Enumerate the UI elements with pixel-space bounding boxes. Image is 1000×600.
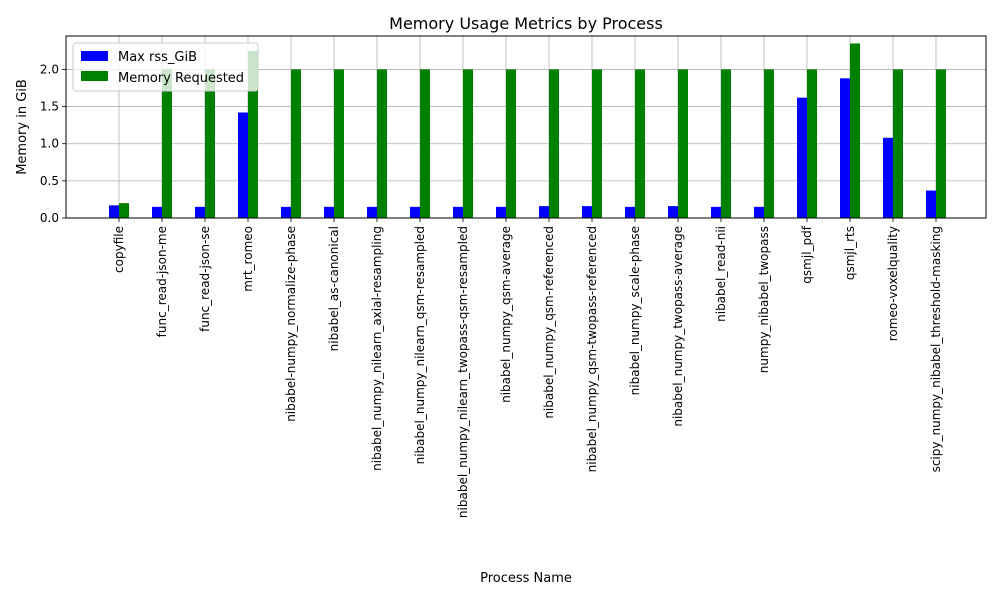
legend-label-max-rss: Max rss_GiB (118, 50, 197, 65)
bar-max-rss (926, 190, 936, 218)
x-tick-label: nibabel_numpy_qsm-twopass-referenced (585, 226, 599, 472)
y-axis-title: Memory in GiB (15, 79, 30, 175)
x-tick-label: nibabel_numpy_qsm-average (499, 226, 513, 403)
bar-max-rss (496, 206, 506, 218)
x-tick-label: nibabel_as-canonical (327, 226, 341, 351)
x-tick-label: scipy_numpy_nibabel_threshold-masking (929, 226, 943, 472)
bar-max-rss (453, 206, 463, 218)
bars (109, 43, 946, 218)
bar-memory-requested (678, 69, 688, 218)
y-tick-label: 0.0 (40, 211, 59, 225)
x-tick-label: nibabel_numpy_qsm-referenced (542, 226, 556, 419)
bar-memory-requested (205, 69, 215, 218)
bar-max-rss (238, 112, 248, 218)
bar-max-rss (883, 137, 893, 218)
y-tick-label: 2.0 (40, 62, 59, 76)
y-tick-label: 0.5 (40, 174, 59, 188)
x-tick-label: qsmjl_pdf (800, 225, 814, 283)
bar-memory-requested (807, 69, 817, 218)
bar-memory-requested (162, 69, 172, 218)
bar-memory-requested (549, 69, 559, 218)
bar-memory-requested (248, 50, 258, 218)
bar-max-rss (582, 206, 592, 218)
x-tick-label: qsmjl_rts (843, 226, 857, 280)
bar-memory-requested (850, 43, 860, 218)
bar-max-rss (109, 205, 119, 218)
x-axis-title: Process Name (480, 571, 572, 586)
x-tick-label: nibabel_numpy_nilearn_qsm-resampled (413, 226, 427, 464)
x-tick-label: nibabel_read-nii (714, 226, 728, 322)
x-tick-label: func_read-json-se (198, 226, 212, 332)
bar-memory-requested (592, 69, 602, 218)
legend-swatch-max-rss (81, 51, 108, 61)
bar-max-rss (668, 206, 678, 218)
bar-max-rss (324, 206, 334, 218)
legend-box (72, 42, 259, 92)
bar-memory-requested (936, 69, 946, 218)
bar-memory-requested (420, 69, 430, 218)
x-tick-label: nibabel_numpy_nilearn_axial-resampling (370, 226, 384, 471)
bar-memory-requested (506, 69, 516, 218)
x-tick-label: nibabel_numpy_twopass-average (671, 226, 685, 427)
bar-memory-requested (334, 69, 344, 218)
bar-max-rss (410, 206, 420, 218)
x-tick-label: romeo-voxelquality (886, 226, 900, 341)
x-tick-label: nibabel_numpy_scale-phase (628, 226, 642, 395)
bar-memory-requested (377, 69, 387, 218)
y-tick-label: 1.0 (40, 137, 59, 151)
bar-max-rss (152, 206, 162, 218)
bar-memory-requested (721, 69, 731, 218)
chart-title: Memory Usage Metrics by Process (389, 14, 663, 33)
bar-max-rss (754, 206, 764, 218)
x-tick-label: mrt_romeo (241, 226, 255, 292)
bar-memory-requested (119, 203, 129, 218)
bar-max-rss (367, 206, 377, 218)
bar-max-rss (625, 206, 635, 218)
bar-memory-requested (291, 69, 301, 218)
bar-max-rss (281, 206, 291, 218)
bar-memory-requested (463, 69, 473, 218)
legend-swatch-memory-requested (81, 71, 108, 81)
x-tick-label: copyfile (112, 226, 126, 273)
x-tick-label: func_read-json-me (155, 226, 169, 337)
bar-max-rss (711, 206, 721, 218)
bar-max-rss (539, 206, 549, 218)
x-tick-label: nibabel_numpy_nilearn_twopass-qsm-resamp… (456, 226, 470, 518)
bar-memory-requested (635, 69, 645, 218)
plot-frame (65, 35, 987, 219)
bar-max-rss (797, 97, 807, 218)
bar-max-rss (195, 206, 205, 218)
bar-memory-requested (764, 69, 774, 218)
y-tick-label: 1.5 (40, 100, 59, 114)
x-axis-ticks: copyfile func_read-json-me func_read-json-… (112, 218, 943, 518)
y-axis-ticks: 0.0 0.5 1.0 1.5 2.0 (40, 62, 66, 225)
x-tick-label: numpy_nibabel_twopass (757, 226, 771, 373)
bar-max-rss (840, 78, 850, 218)
legend-label-memory-requested: Memory Requested (118, 71, 244, 86)
legend: Max rss_GiB Memory Requested (72, 42, 259, 92)
bar-memory-requested (893, 69, 903, 218)
x-tick-label: nibabel-numpy_normalize-phase (284, 226, 298, 422)
